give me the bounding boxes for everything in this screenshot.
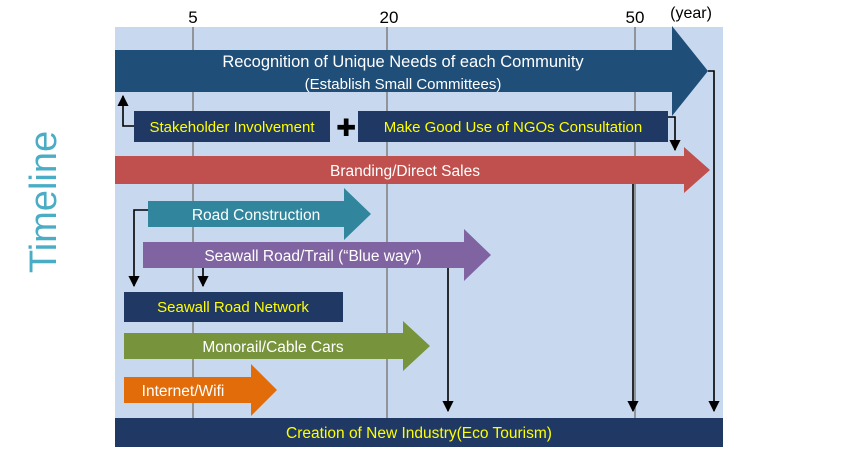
recognition-label-line1: Recognition of Unique Needs of each Comm…	[222, 53, 584, 71]
internet-arrow	[124, 364, 277, 416]
tick-label-50: 50	[626, 8, 645, 27]
recognition-arrow	[115, 26, 708, 116]
seawall-trail-arrow	[143, 229, 491, 281]
recognition-label-line2: (Establish Small Committees)	[305, 76, 502, 93]
monorail-arrow	[124, 321, 430, 371]
stakeholder-label: Stakeholder Involvement	[149, 119, 315, 136]
ngo-label: Make Good Use of NGOs Consultation	[384, 119, 642, 136]
plus-icon: ✚	[336, 115, 356, 142]
ngo-connector	[668, 116, 681, 152]
tick-label-5: 5	[188, 8, 197, 27]
monorail-label: Monorail/Cable Cars	[202, 339, 344, 356]
side-title: Timeline	[23, 131, 65, 273]
seawall-network-label: Seawall Road Network	[157, 299, 309, 316]
road-construction-arrow	[148, 188, 371, 240]
recognition-to-creation-connector	[708, 70, 720, 413]
seawall-trail-label: Seawall Road/Trail (“Blue way”)	[204, 248, 421, 265]
axis-unit-label: (year)	[670, 5, 712, 22]
road-construction-label: Road Construction	[192, 207, 320, 224]
creation-label: Creation of New Industry(Eco Tourism)	[286, 425, 552, 442]
stakeholder-box	[134, 111, 330, 142]
road-to-network-connector	[128, 209, 148, 288]
seawall-network-box	[124, 292, 343, 322]
branding-arrow	[115, 147, 710, 193]
stakeholder-connector	[117, 94, 134, 127]
creation-bar	[115, 418, 723, 447]
internet-label: Internet/Wifi	[142, 383, 225, 400]
ngo-box	[358, 111, 668, 142]
branding-label: Branding/Direct Sales	[330, 163, 480, 180]
tick-label-20: 20	[380, 8, 399, 27]
